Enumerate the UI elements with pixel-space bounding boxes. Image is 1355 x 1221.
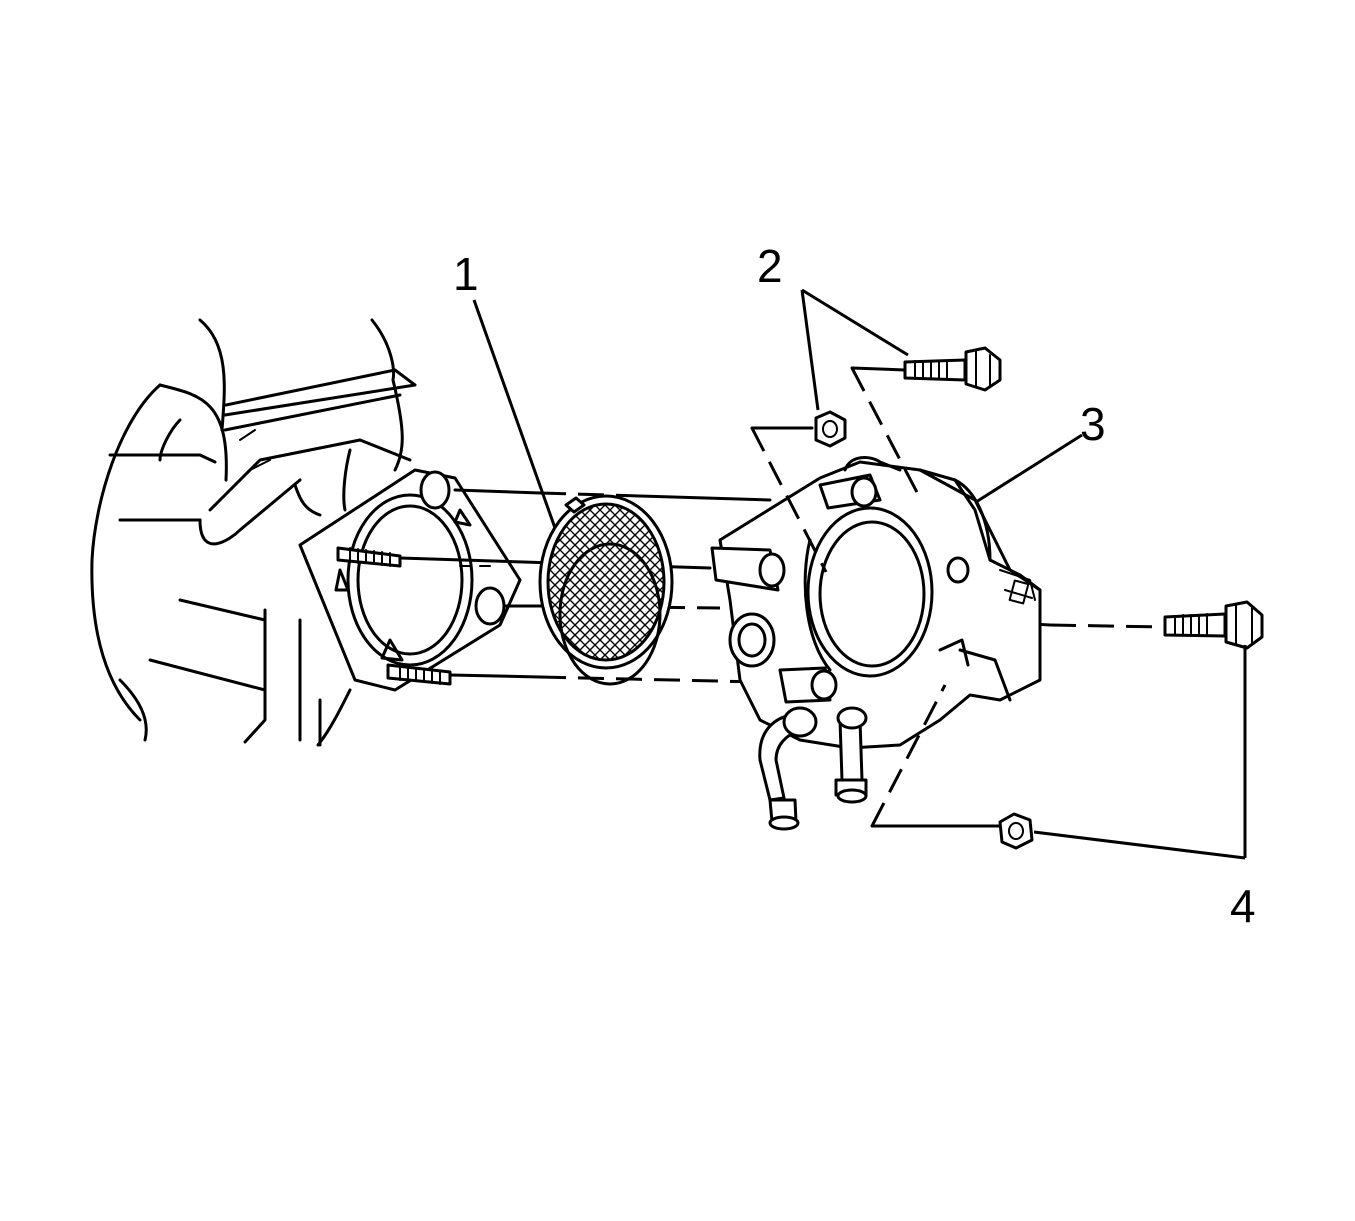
boss-hole-left [758, 552, 786, 588]
callout-leaders [472, 288, 1247, 860]
throttle-body [710, 456, 1042, 750]
leader-1 [472, 299, 557, 529]
leader-2a [800, 289, 820, 411]
coolant-port [728, 612, 776, 668]
intake-flange [298, 468, 522, 692]
callout-2: 2 [757, 240, 783, 292]
callout-4: 4 [1230, 880, 1256, 932]
flange-stud-hole-lower [474, 586, 506, 626]
leader-2b [801, 288, 909, 357]
boss-hole-lower [810, 669, 838, 701]
coolant-hoses [758, 706, 868, 831]
intake-manifold-outline [90, 318, 417, 747]
leader-3 [975, 433, 1083, 504]
upper-bolt [903, 346, 1002, 392]
lower-nut [998, 812, 1034, 850]
boss-hole-upper [850, 476, 878, 508]
leader-4b [1033, 830, 1246, 860]
flange-stud-hole-upper [419, 470, 451, 510]
flange-stud-lower [386, 663, 452, 686]
throttle-body-gasket [538, 494, 674, 686]
upper-nut [814, 410, 847, 448]
callout-1: 1 [453, 248, 479, 300]
gasket-tab [564, 496, 586, 514]
callout-3: 3 [1080, 398, 1106, 450]
flange-stud-upper [336, 546, 402, 568]
right-bolt [1163, 600, 1264, 650]
fastener-locator-lines [750, 366, 1002, 828]
